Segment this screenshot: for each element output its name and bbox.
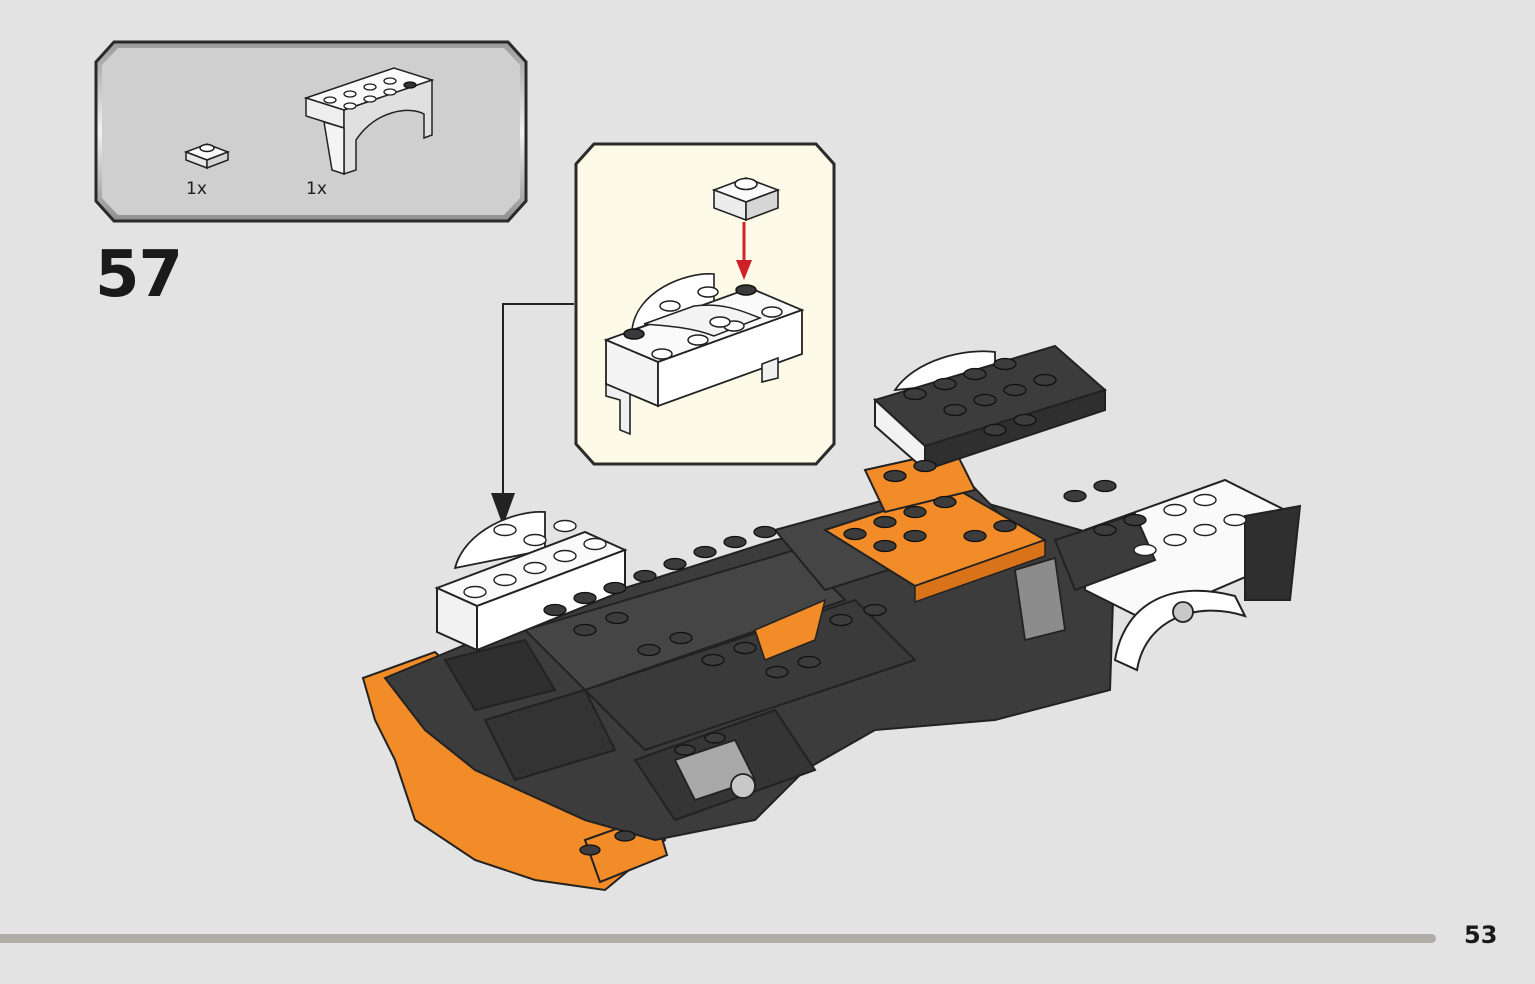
car-model-illustration <box>361 344 1302 892</box>
subassembly-callout <box>574 142 836 466</box>
page-number: 53 <box>1464 921 1498 949</box>
quantity-plate: 1x <box>186 179 207 199</box>
step-number: 57 <box>95 238 183 312</box>
plate-1x1-icon <box>183 143 231 170</box>
plate-1x1-icon <box>711 177 781 222</box>
studs-white <box>463 493 1247 599</box>
page-progress-bar <box>0 934 1436 943</box>
axle-pieces <box>673 556 1194 802</box>
studs <box>543 357 1147 856</box>
arch-brick-assembly <box>603 273 805 436</box>
rear-arch-top <box>873 344 1107 473</box>
subassembly-frame <box>574 142 836 466</box>
parts-list-box: 1x 1x <box>94 40 528 223</box>
placement-arrow <box>736 222 752 280</box>
quantity-arch: 1x <box>306 179 327 199</box>
arch-brick-icon <box>303 67 435 176</box>
parts-list-frame <box>94 40 528 223</box>
studs-orange <box>843 459 1017 553</box>
